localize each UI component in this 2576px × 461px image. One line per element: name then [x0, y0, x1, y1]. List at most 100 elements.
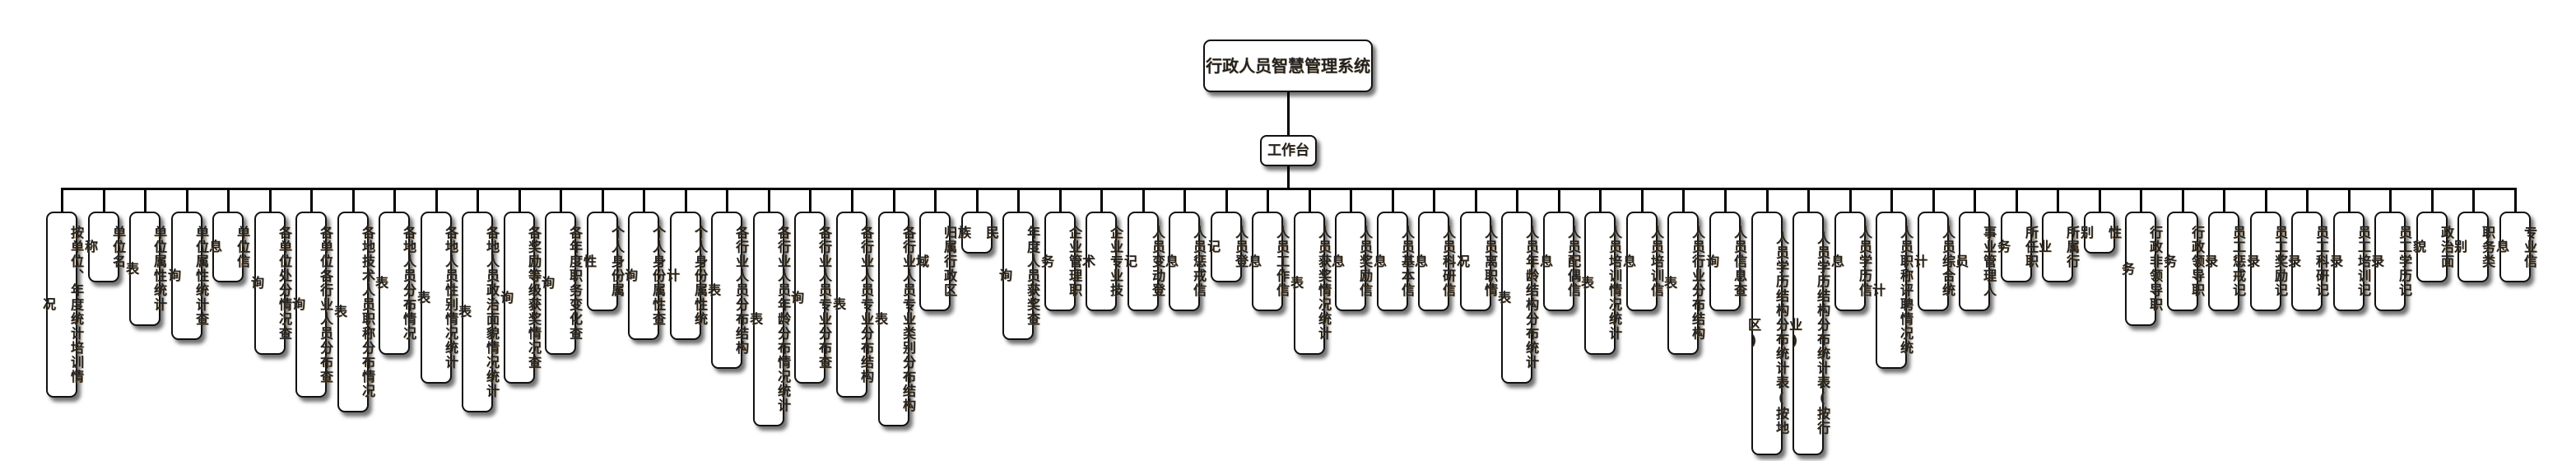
connector-leaf	[2389, 188, 2392, 212]
leaf-node[interactable]: 人员学历信息	[1829, 212, 1872, 311]
connector-leaf	[1599, 188, 1602, 212]
connector-leaf	[2306, 188, 2309, 212]
connector-leaf	[393, 188, 396, 212]
leaf-node[interactable]: 员工奖励记录	[2244, 212, 2288, 311]
leaf-node[interactable]: 各地技术人员职称分布情况表	[332, 212, 375, 412]
connector-leaf	[1183, 188, 1186, 212]
connector-leaf	[1017, 188, 1020, 212]
leaf-node[interactable]: 人员工作信息	[1246, 212, 1290, 311]
leaf-node[interactable]: 人员配偶信息	[1537, 212, 1581, 311]
leaf-node[interactable]: 各单位处分情况查询	[249, 212, 292, 355]
leaf-node[interactable]: 年度人员获奖查询	[997, 212, 1040, 340]
connector-leaf	[1100, 188, 1103, 212]
connector-leaf	[2099, 188, 2101, 212]
leaf-node[interactable]: 人员培训信息	[1620, 212, 1664, 311]
leaf-node[interactable]: 各行业人员专业分布查询	[788, 212, 832, 384]
leaf-node[interactable]: 各奖励等级获奖情况查询	[498, 212, 542, 384]
leaf-node[interactable]: 人员综合统计	[1912, 212, 1955, 311]
leaf-node[interactable]: 企业专业技术	[1080, 212, 1123, 311]
connector-leaf	[643, 188, 645, 212]
connector-leaf	[726, 188, 728, 212]
connector-leaf	[1225, 188, 1228, 212]
leaf-node[interactable]: 人员获奖情况统计表	[1288, 212, 1332, 355]
leaf-node[interactable]: 各行业人员分布结构表	[705, 212, 749, 369]
leaf-node[interactable]: 事业管理人员	[1953, 212, 1997, 311]
connector-leaf	[1974, 188, 1976, 212]
leaf-node[interactable]: 各单位各行业人员分布查询	[290, 212, 333, 398]
leaf-node[interactable]: 人员基本信息	[1371, 212, 1415, 311]
connector-leaf	[1890, 188, 1893, 212]
connector-leaf	[851, 188, 853, 212]
leaf-node[interactable]: 所属行业	[2036, 212, 2080, 282]
leaf-node[interactable]: 员工科研记录	[2285, 212, 2329, 311]
leaf-node[interactable]: 归属行政区域	[914, 212, 957, 311]
connector-leaf	[310, 188, 313, 212]
connector-leaf	[768, 188, 770, 212]
connector-leaf	[186, 188, 188, 212]
connector-leaf	[144, 188, 146, 212]
leaf-node[interactable]: 各行业人员年龄分布情况统计表	[747, 212, 791, 426]
leaf-node[interactable]: 人员奖励信息	[1329, 212, 1373, 311]
leaf-node[interactable]: 人员学历结构分布统计表(按行业)	[1787, 212, 1830, 455]
connector-leaf	[1309, 188, 1311, 212]
leaf-node[interactable]: 人员年龄结构分布统计表	[1495, 212, 1539, 384]
leaf-node[interactable]: 个人身份属性	[581, 212, 625, 311]
leaf-node[interactable]: 行政非领导职务	[2119, 212, 2163, 326]
connector-leaf	[2016, 188, 2018, 212]
leaf-node[interactable]: 性别	[2078, 212, 2122, 254]
leaf-node[interactable]: 人员离职情况	[1454, 212, 1498, 311]
leaf-node[interactable]: 行政领导职务	[2161, 212, 2205, 311]
leaf-node[interactable]: 人员学历结构分布统计表(按地区)	[1746, 212, 1789, 455]
connector-leaf	[435, 188, 438, 212]
leaf-node[interactable]: 专业信息	[2494, 212, 2537, 282]
leaf-node[interactable]: 人员惩戒信息	[1163, 212, 1207, 311]
workbench-node[interactable]: 工作台	[1260, 135, 1317, 166]
leaf-node[interactable]: 人员职称评聘情况统计	[1870, 212, 1913, 369]
leaf-node[interactable]: 按单位、年度统计培训情况	[40, 212, 84, 398]
connector-leaf	[2223, 188, 2225, 212]
connector-leaf	[1932, 188, 1935, 212]
connector-leaf	[1766, 188, 1769, 212]
leaf-node[interactable]: 单位信息	[207, 212, 250, 282]
leaf-node[interactable]: 民族	[956, 212, 999, 254]
leaf-node[interactable]: 员工培训记录	[2327, 212, 2371, 311]
leaf-node[interactable]: 单位属性统计查询	[165, 212, 209, 340]
leaf-node[interactable]: 各年度职务变化查询	[539, 212, 583, 355]
leaf-node[interactable]: 各行业人员专业类别分布结构表	[872, 212, 916, 426]
leaf-node[interactable]: 个人身份属性查询	[622, 212, 666, 340]
leaf-node[interactable]: 职务类别	[2452, 212, 2495, 282]
connector-leaf	[1059, 188, 1062, 212]
connector-leaf	[2514, 188, 2517, 212]
leaf-node[interactable]: 员工惩戒记录	[2202, 212, 2246, 311]
leaf-node[interactable]: 所任职务	[1995, 212, 2039, 282]
connector-leaf	[934, 188, 937, 212]
connector-leaf	[1516, 188, 1518, 212]
leaf-node[interactable]: 各行业人员专业分布结构表	[830, 212, 874, 398]
connector-leaf	[1558, 188, 1560, 212]
root-node-system-title[interactable]: 行政人员智慧管理系统	[1203, 40, 1373, 92]
connector-leaf	[2182, 188, 2184, 212]
connector-leaf	[1682, 188, 1685, 212]
connector-leaf	[976, 188, 979, 212]
connector-leaf	[1807, 188, 1810, 212]
leaf-node[interactable]: 单位属性统计表	[123, 212, 167, 326]
leaf-node[interactable]: 员工学历记录	[2369, 212, 2412, 311]
leaf-node[interactable]: 各地人员政治面貌情况统计表	[456, 212, 500, 412]
connector-leaf	[1267, 188, 1269, 212]
leaf-node[interactable]: 各地人员性别情况统计表	[415, 212, 458, 384]
connector-leaf	[1641, 188, 1644, 212]
leaf-node[interactable]: 企业管理职务	[1039, 212, 1082, 311]
connector-leaf	[1475, 188, 1477, 212]
leaf-node[interactable]: 个人身份属性统计	[664, 212, 708, 340]
leaf-node[interactable]: 人员登记	[1205, 212, 1248, 282]
leaf-node[interactable]: 各地人员分布情况表	[373, 212, 416, 355]
leaf-node[interactable]: 人员变动登记	[1122, 212, 1165, 311]
leaf-node[interactable]: 人员行业分布结构表	[1662, 212, 1705, 355]
leaf-node[interactable]: 单位名称	[82, 212, 126, 282]
connector-leaf	[61, 188, 63, 212]
leaf-node[interactable]: 人员信息查询	[1704, 212, 1747, 311]
leaf-node[interactable]: 政治面貌	[2411, 212, 2454, 282]
leaf-node[interactable]: 人员培训情况统计表	[1579, 212, 1622, 355]
connector-leaf	[103, 188, 105, 212]
leaf-node[interactable]: 人员科研信息	[1412, 212, 1456, 311]
